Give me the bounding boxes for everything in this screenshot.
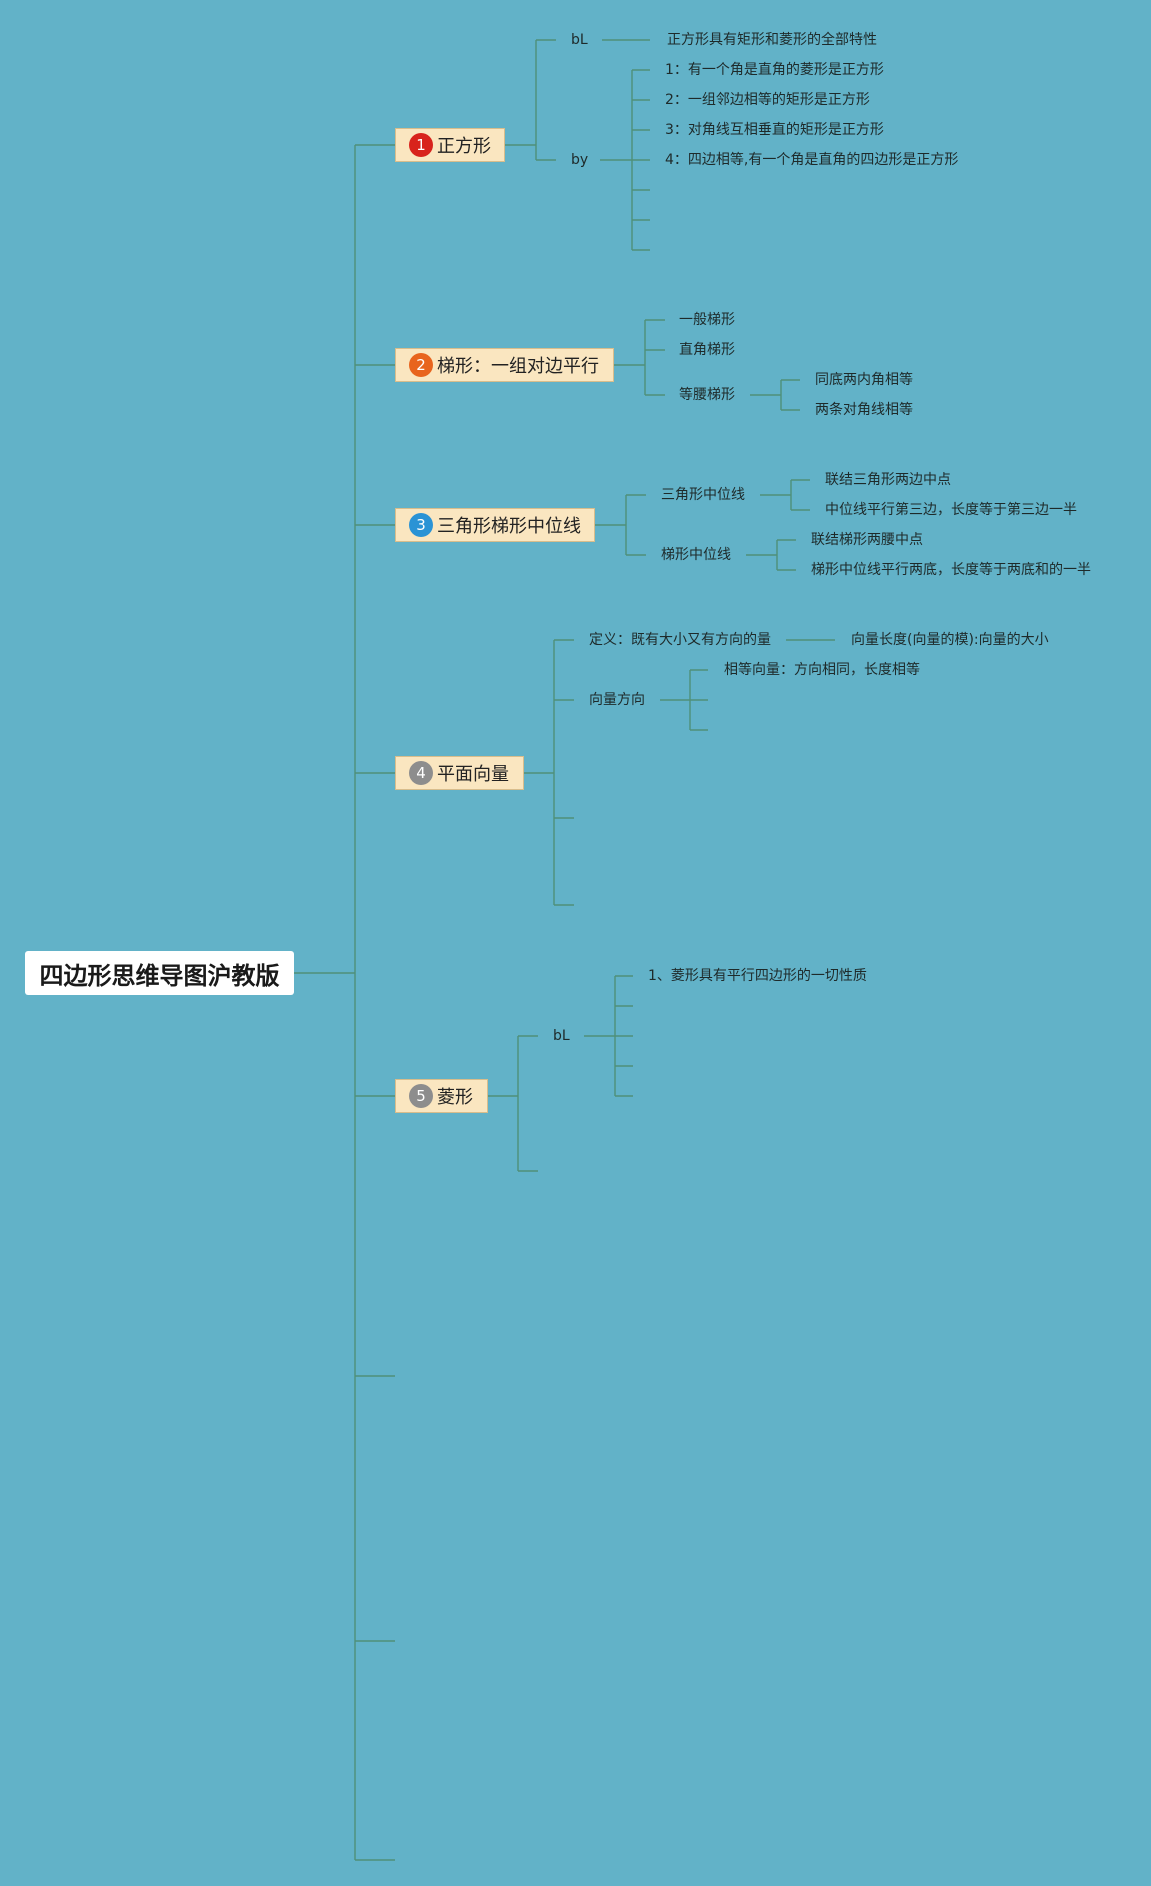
trapezoid-isosceles: 等腰梯形 — [679, 387, 735, 403]
isosceles-item-1: 同底两内角相等 — [815, 372, 913, 388]
topic-label: 平面向量 — [437, 764, 509, 785]
number-badge: 2 — [409, 353, 433, 377]
number-badge: 5 — [409, 1084, 433, 1108]
square-by-item-2: 2：一组邻边相等的矩形是正方形 — [665, 92, 870, 108]
number-badge: 1 — [409, 133, 433, 157]
topic-label: 正方形 — [437, 136, 491, 157]
number-badge: 3 — [409, 513, 433, 537]
topic-label: 菱形 — [437, 1087, 473, 1108]
triangle-midline-item-1: 联结三角形两边中点 — [825, 472, 951, 488]
isosceles-item-2: 两条对角线相等 — [815, 402, 913, 418]
vector-direction: 向量方向 — [589, 692, 645, 708]
rhombus-bl-label: bL — [553, 1028, 570, 1044]
topic-label: 梯形：一组对边平行 — [437, 356, 599, 377]
trapezoid-midline: 梯形中位线 — [661, 547, 731, 563]
square-by-item-3: 3：对角线互相垂直的矩形是正方形 — [665, 122, 884, 138]
topic-trapezoid[interactable]: 2 梯形：一组对边平行 — [395, 348, 614, 382]
triangle-midline: 三角形中位线 — [661, 487, 745, 503]
number-badge: 4 — [409, 761, 433, 785]
topic-label: 三角形梯形中位线 — [437, 516, 581, 537]
topic-square[interactable]: 1 正方形 — [395, 128, 505, 162]
vector-definition: 定义：既有大小又有方向的量 — [589, 632, 771, 648]
rhombus-bl-item: 1、菱形具有平行四边形的一切性质 — [648, 968, 867, 984]
square-by-label: by — [571, 152, 589, 168]
topic-midline[interactable]: 3 三角形梯形中位线 — [395, 508, 595, 542]
trapezoid-midline-item-2: 梯形中位线平行两底，长度等于两底和的一半 — [811, 562, 1091, 578]
topic-vector[interactable]: 4 平面向量 — [395, 756, 524, 790]
trapezoid-general: 一般梯形 — [679, 312, 735, 328]
square-bl-text: 正方形具有矩形和菱形的全部特性 — [667, 32, 877, 48]
triangle-midline-item-2: 中位线平行第三边，长度等于第三边一半 — [825, 502, 1077, 518]
vector-direction-item: 相等向量：方向相同，长度相等 — [724, 662, 920, 678]
trapezoid-midline-item-1: 联结梯形两腰中点 — [811, 532, 923, 548]
square-by-item-1: 1：有一个角是直角的菱形是正方形 — [665, 62, 884, 78]
trapezoid-right: 直角梯形 — [679, 342, 735, 358]
topic-rhombus[interactable]: 5 菱形 — [395, 1079, 488, 1113]
square-bl-label: bL — [571, 32, 588, 48]
square-by-item-4: 4：四边相等,有一个角是直角的四边形是正方形 — [665, 152, 959, 168]
root-node: 四边形思维导图沪教版 — [25, 951, 294, 995]
vector-definition-detail: 向量长度(向量的模):向量的大小 — [851, 632, 1049, 648]
